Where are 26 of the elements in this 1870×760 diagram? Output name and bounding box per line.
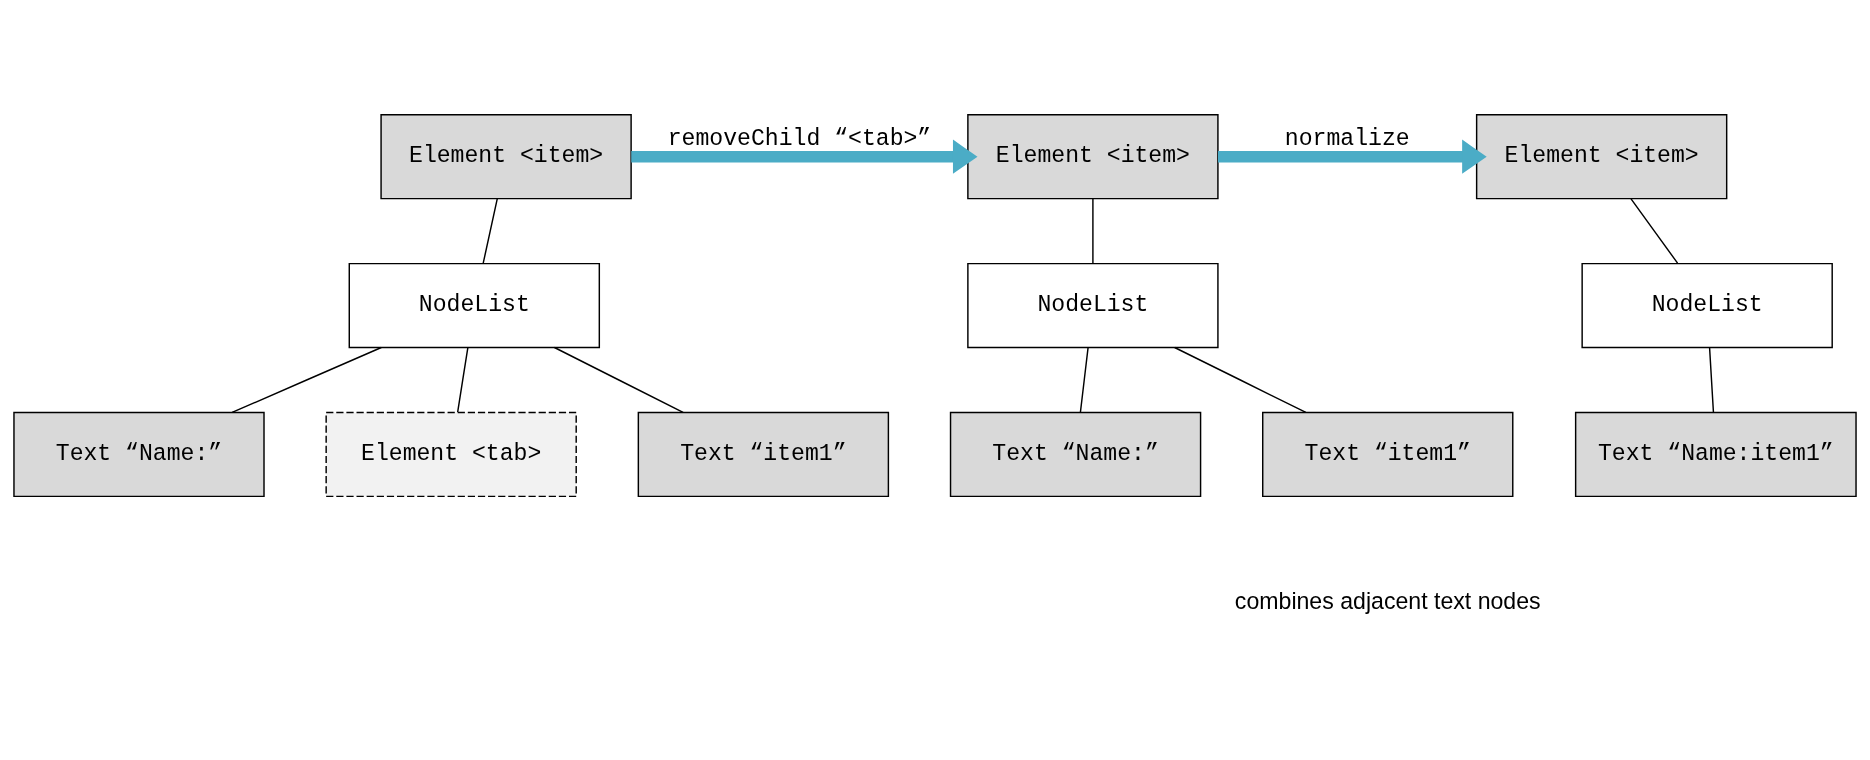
node-box: Text “item1” (1262, 411, 1514, 498)
node-box: Text “Name:” (13, 411, 265, 498)
edge-label: removeChild “<tab>” (667, 125, 932, 152)
node-box: Element <item> (967, 114, 1219, 200)
node-box: Text “Name:item1” (1574, 411, 1857, 498)
edge-label: normalize (1284, 125, 1410, 152)
connector (231, 346, 383, 414)
node-box: Text “Name:” (949, 411, 1202, 498)
connector (553, 346, 684, 414)
connector (1630, 198, 1679, 264)
node-box: Element <item> (1475, 114, 1728, 200)
connector (1708, 346, 1715, 413)
arrow (1218, 139, 1487, 174)
connector (482, 198, 498, 264)
node-box: NodeList (348, 262, 601, 349)
connector (1092, 198, 1094, 264)
node-box: Text “item1” (637, 411, 890, 498)
connector (1079, 346, 1089, 413)
node-box: NodeList (1581, 262, 1833, 349)
node-box: Element <item> (380, 114, 632, 200)
node-box: Element <tab> (325, 411, 577, 498)
connector (1173, 346, 1307, 414)
arrow (631, 139, 978, 174)
node-box: NodeList (967, 262, 1219, 349)
label: combines adjacent text nodes (1234, 587, 1541, 614)
connector (456, 346, 469, 413)
